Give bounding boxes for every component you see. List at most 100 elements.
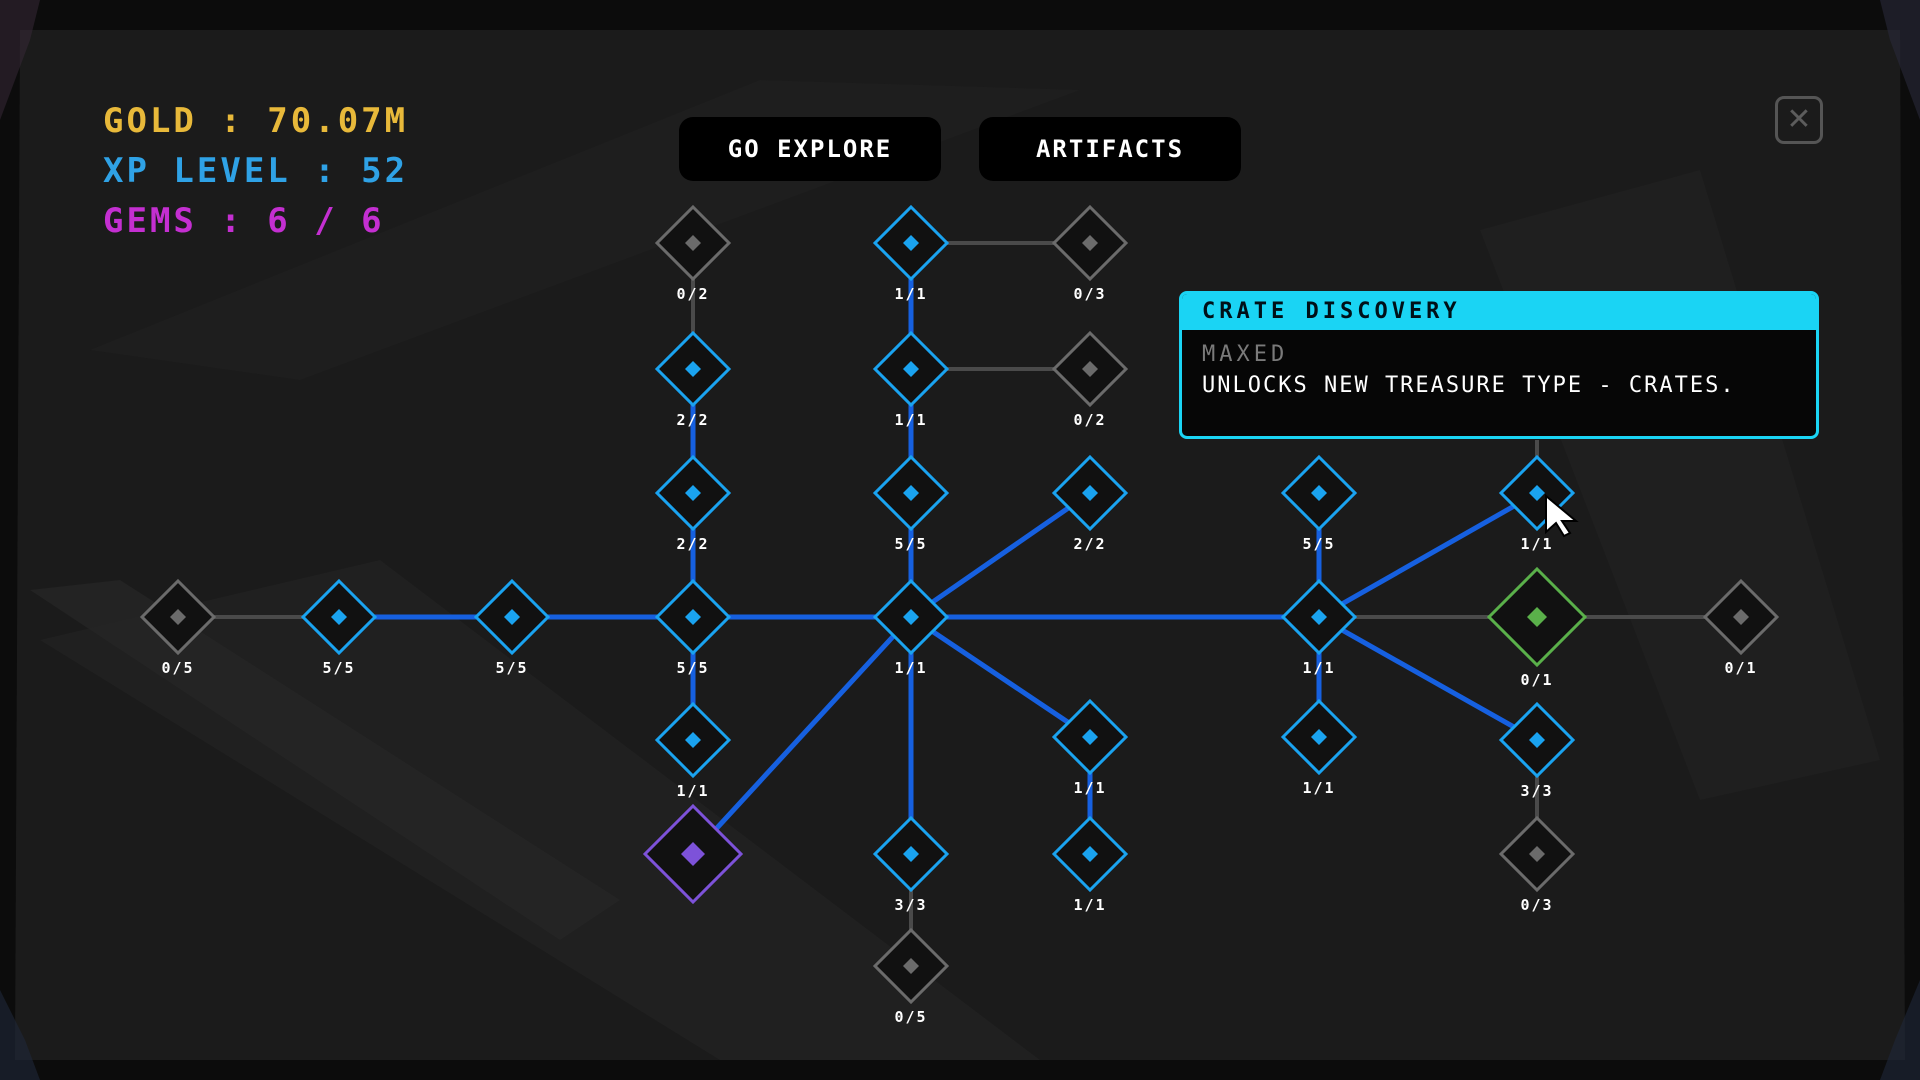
skill-node[interactable]: 5/5	[654, 578, 732, 677]
skill-node-level: 5/5	[1302, 535, 1335, 553]
skill-node[interactable]: 0/3	[1051, 204, 1129, 303]
skill-node-level: 1/1	[676, 782, 709, 800]
skill-node-gem-icon	[1311, 609, 1327, 625]
skill-node-gem-icon	[1529, 846, 1545, 862]
skill-node[interactable]: 5/5	[300, 578, 378, 677]
skill-node[interactable]: 1/1	[1280, 698, 1358, 797]
skill-node[interactable]: 1/1	[654, 701, 732, 800]
skill-node-level: 1/1	[894, 411, 927, 429]
skill-node-gem-icon	[1082, 361, 1098, 377]
skill-node-level: 0/2	[676, 285, 709, 303]
skill-node-level: 3/3	[1520, 782, 1553, 800]
skill-node-gem-icon	[1311, 729, 1327, 745]
skill-node-gem-icon	[1527, 607, 1547, 627]
skill-node-level: 1/1	[1302, 659, 1335, 677]
skill-node-level: 5/5	[676, 659, 709, 677]
skill-node-gem-icon	[903, 958, 919, 974]
skill-link	[909, 490, 1092, 620]
skill-node-level: 5/5	[495, 659, 528, 677]
skill-node[interactable]: 0/2	[654, 204, 732, 303]
skill-node[interactable]: 3/3	[1498, 701, 1576, 800]
skill-node-gem-icon	[1082, 235, 1098, 251]
skill-node[interactable]: 1/1	[872, 204, 950, 303]
skill-node-gem-icon	[1082, 846, 1098, 862]
skill-node-gem-icon	[903, 846, 919, 862]
skill-node[interactable]: 1/1	[1051, 698, 1129, 797]
close-button[interactable]: ✕	[1775, 96, 1823, 144]
skill-node-level: 1/1	[894, 659, 927, 677]
skill-node[interactable]: 5/5	[1280, 454, 1358, 553]
skill-node-level: 0/3	[1073, 285, 1106, 303]
skill-node-level: 0/1	[1520, 671, 1553, 689]
gems-counter: GEMS : 6 / 6	[103, 201, 385, 241]
skill-node[interactable]: 1/1	[872, 578, 950, 677]
skill-node[interactable]: 1/1	[1051, 815, 1129, 914]
skill-tree-nodes: 0/5 5/5 5/5 5/5 2/2 2/2 0/2 1/1 1/1 5/5 1/1 1/1 0/3 0…	[139, 204, 1780, 1026]
skill-node-gem-icon	[685, 732, 701, 748]
skill-link	[1317, 614, 1539, 743]
tooltip-title: CRATE DISCOVERY	[1182, 294, 1816, 330]
mouse-cursor-icon	[1545, 494, 1579, 538]
skill-node[interactable]: 3/3	[872, 815, 950, 914]
skill-node-gem-icon	[685, 235, 701, 251]
skill-node-gem-icon	[903, 609, 919, 625]
skill-tooltip: CRATE DISCOVERY MAXED UNLOCKS NEW TREASU…	[1179, 291, 1819, 439]
skill-node[interactable]: 1/1	[872, 330, 950, 429]
skill-node-gem-icon	[1082, 485, 1098, 501]
skill-node-level: 2/2	[676, 411, 709, 429]
skill-node-level: 0/5	[894, 1008, 927, 1026]
skill-node-gem-icon	[1529, 485, 1545, 501]
skill-node-level: 0/1	[1724, 659, 1757, 677]
skill-node-gem-icon	[1082, 729, 1098, 745]
skill-node-gem-icon	[1733, 609, 1749, 625]
skill-node[interactable]: 0/1	[1702, 578, 1780, 677]
skill-node[interactable]: 1/1	[1280, 578, 1358, 677]
skill-node[interactable]: 0/3	[1498, 815, 1576, 914]
skill-node[interactable]: 2/2	[654, 454, 732, 553]
skill-node-level: 0/3	[1520, 896, 1553, 914]
skill-node-gem-icon	[685, 485, 701, 501]
skill-node[interactable]: 5/5	[872, 454, 950, 553]
skill-link	[909, 614, 1092, 740]
artifacts-button[interactable]: ARTIFACTS	[979, 117, 1241, 181]
skill-node-gem-icon	[1529, 732, 1545, 748]
skill-link	[691, 615, 913, 856]
skill-node-level: 5/5	[894, 535, 927, 553]
skill-node-level: 1/1	[1073, 896, 1106, 914]
close-icon: ✕	[1786, 102, 1812, 137]
skill-node-level: 1/1	[1073, 779, 1106, 797]
skill-node-level: 2/2	[676, 535, 709, 553]
skill-node-level: 1/1	[1302, 779, 1335, 797]
skill-node-gem-icon	[685, 609, 701, 625]
skill-node-level: 0/2	[1073, 411, 1106, 429]
skill-node[interactable]: 2/2	[1051, 454, 1129, 553]
skill-node-gem-icon	[903, 485, 919, 501]
skill-node-level: 5/5	[322, 659, 355, 677]
xp-level-counter: XP LEVEL : 52	[103, 151, 409, 191]
skill-link	[1317, 490, 1539, 620]
gold-counter: GOLD : 70.07M	[103, 101, 409, 141]
skill-node-gem-icon	[504, 609, 520, 625]
skill-node-gem-icon	[903, 361, 919, 377]
skill-node-gem-icon	[170, 609, 186, 625]
skill-node[interactable]	[642, 803, 744, 905]
skill-node[interactable]: 0/2	[1051, 330, 1129, 429]
skill-node-gem-icon	[331, 609, 347, 625]
skill-node[interactable]: 0/5	[139, 578, 217, 677]
skill-node-gem-icon	[681, 842, 705, 866]
skill-node-gem-icon	[685, 361, 701, 377]
go-explore-button[interactable]: GO EXPLORE	[679, 117, 941, 181]
skill-node[interactable]: 0/1	[1486, 566, 1588, 689]
skill-node[interactable]: 5/5	[473, 578, 551, 677]
skill-node-level: 2/2	[1073, 535, 1106, 553]
skill-node[interactable]: 2/2	[654, 330, 732, 429]
skill-node-level: 1/1	[894, 285, 927, 303]
skill-node-level: 1/1	[1520, 535, 1553, 553]
skill-node-level: 0/5	[161, 659, 194, 677]
tooltip-status: MAXED	[1202, 342, 1289, 367]
skill-node[interactable]: 0/5	[872, 927, 950, 1026]
skill-node-level: 3/3	[894, 896, 927, 914]
tooltip-description: UNLOCKS NEW TREASURE TYPE - CRATES.	[1202, 373, 1736, 398]
